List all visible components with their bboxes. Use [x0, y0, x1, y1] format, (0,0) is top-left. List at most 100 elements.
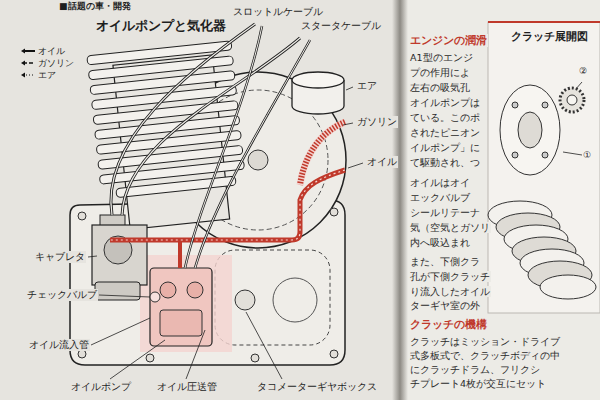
pump-zone	[140, 255, 232, 352]
gear-cover	[215, 250, 330, 345]
part-label: チェックバルブ	[26, 289, 98, 301]
page-ground	[488, 22, 600, 313]
bolts	[78, 212, 86, 220]
clutch-drawing	[542, 152, 548, 158]
body-text: オイルポンプは	[409, 97, 481, 108]
page-ground	[488, 21, 600, 23]
oil-line	[110, 170, 345, 240]
part-label: キャブレタ	[34, 251, 86, 263]
pump-zone	[160, 282, 176, 298]
part-label: オイル圧送管	[156, 381, 218, 393]
clutch-drawing	[560, 88, 584, 112]
body-text: にクラッチドラム、フリクシ	[409, 364, 541, 375]
legend-text: ガソリン	[38, 58, 74, 69]
leader-lines	[348, 163, 363, 168]
part-label: ガソリン	[356, 116, 398, 128]
body-text: イルポンプ」に	[409, 142, 481, 153]
leader-lines	[99, 295, 150, 297]
leader-lines	[91, 318, 150, 345]
bolts	[78, 208, 338, 362]
legend-item: ガソリン	[20, 58, 74, 69]
leader-lines	[246, 312, 282, 379]
pump-zone	[140, 255, 232, 352]
clutch-drawing	[512, 102, 518, 108]
bolts	[330, 350, 338, 358]
legend-text: オイル	[38, 46, 65, 57]
part-label: タコメーターギヤボックス	[256, 381, 378, 393]
fuel-line	[300, 122, 345, 185]
pump-zone	[187, 282, 203, 298]
fuel-line	[300, 122, 345, 185]
cables	[111, 24, 255, 215]
clutch-drawing	[488, 85, 596, 299]
gear-cover	[235, 290, 255, 310]
body-text: り流入したオイル	[409, 286, 491, 297]
body-text: シールリテーナ	[409, 207, 481, 218]
air-box	[292, 72, 344, 88]
leader-lines	[88, 82, 582, 379]
clutch-drawing	[500, 85, 560, 175]
body-text: て駆動され、つ	[409, 157, 481, 168]
body-text: 左右の吸気孔	[409, 82, 471, 93]
legend-item: エア	[20, 70, 56, 81]
pump-zone	[160, 310, 202, 336]
figure-title: オイルポンプと気化器	[95, 18, 227, 34]
fuel-line	[300, 122, 345, 185]
body-text: ている。このポ	[409, 112, 481, 123]
leader-lines	[563, 152, 582, 155]
part-label: スロットルケーブル	[232, 6, 324, 17]
gear-cover	[273, 278, 317, 322]
bolts	[330, 208, 338, 216]
clutch-drawing	[542, 102, 548, 108]
clutch-drawing	[567, 95, 577, 105]
body-text: ターギヤ室の外	[409, 300, 481, 311]
oil-line	[178, 242, 182, 268]
carburetor	[92, 215, 147, 300]
bolts	[78, 350, 86, 358]
body-text: また、下側クラ	[409, 256, 481, 267]
section-heading: クラッチの機構	[409, 318, 488, 331]
pump-zone	[150, 268, 212, 346]
carburetor	[95, 282, 140, 300]
figure-heading: クラッチ展開図	[510, 30, 589, 43]
part-label: オイル	[366, 156, 398, 168]
legend-arrow-head	[21, 61, 25, 66]
legend-arrow-head	[21, 49, 25, 54]
section-heading: エンジンの潤滑	[409, 34, 488, 47]
page-ground	[392, 0, 408, 400]
oil-line	[110, 170, 345, 240]
body-text: 内へ吸込まれ	[409, 237, 471, 248]
body-text: されたピニオン	[409, 127, 481, 138]
body-text: チプレート4枚が交互にセット	[409, 378, 547, 389]
body-text: A1型のエンジ	[409, 52, 474, 63]
callout-number: ①	[582, 150, 592, 161]
legend-arrow	[20, 71, 36, 79]
cables	[195, 40, 310, 268]
carburetor	[92, 225, 147, 285]
cables	[195, 40, 310, 268]
body-text: クラッチはミッション・ドライブ	[409, 336, 561, 347]
cables	[111, 24, 310, 268]
part-label: オイルポンプ	[70, 381, 132, 393]
part-label: スタータケーブル	[300, 20, 382, 31]
running-header: ■話題の車・開発	[58, 1, 132, 12]
body-text: オイルはオイ	[409, 177, 471, 188]
body-text: 孔が下側クラッチ	[409, 271, 491, 282]
cables	[111, 24, 255, 215]
leader-lines	[346, 87, 353, 90]
body-text: エックバルブ	[409, 192, 471, 203]
bolts	[251, 354, 259, 362]
leader-lines	[343, 123, 353, 125]
leader-lines	[88, 256, 97, 257]
part-label: オイル流入管	[28, 339, 90, 351]
leader-lines	[110, 340, 165, 379]
oil-line	[110, 170, 345, 268]
legend-item: オイル	[20, 46, 65, 57]
body-text: 気（空気とガソリ	[409, 222, 491, 233]
round-cover	[248, 150, 268, 170]
pump-zone	[150, 292, 160, 302]
air-box	[292, 72, 344, 114]
clutch-drawing	[518, 112, 542, 148]
bolts	[146, 354, 154, 362]
